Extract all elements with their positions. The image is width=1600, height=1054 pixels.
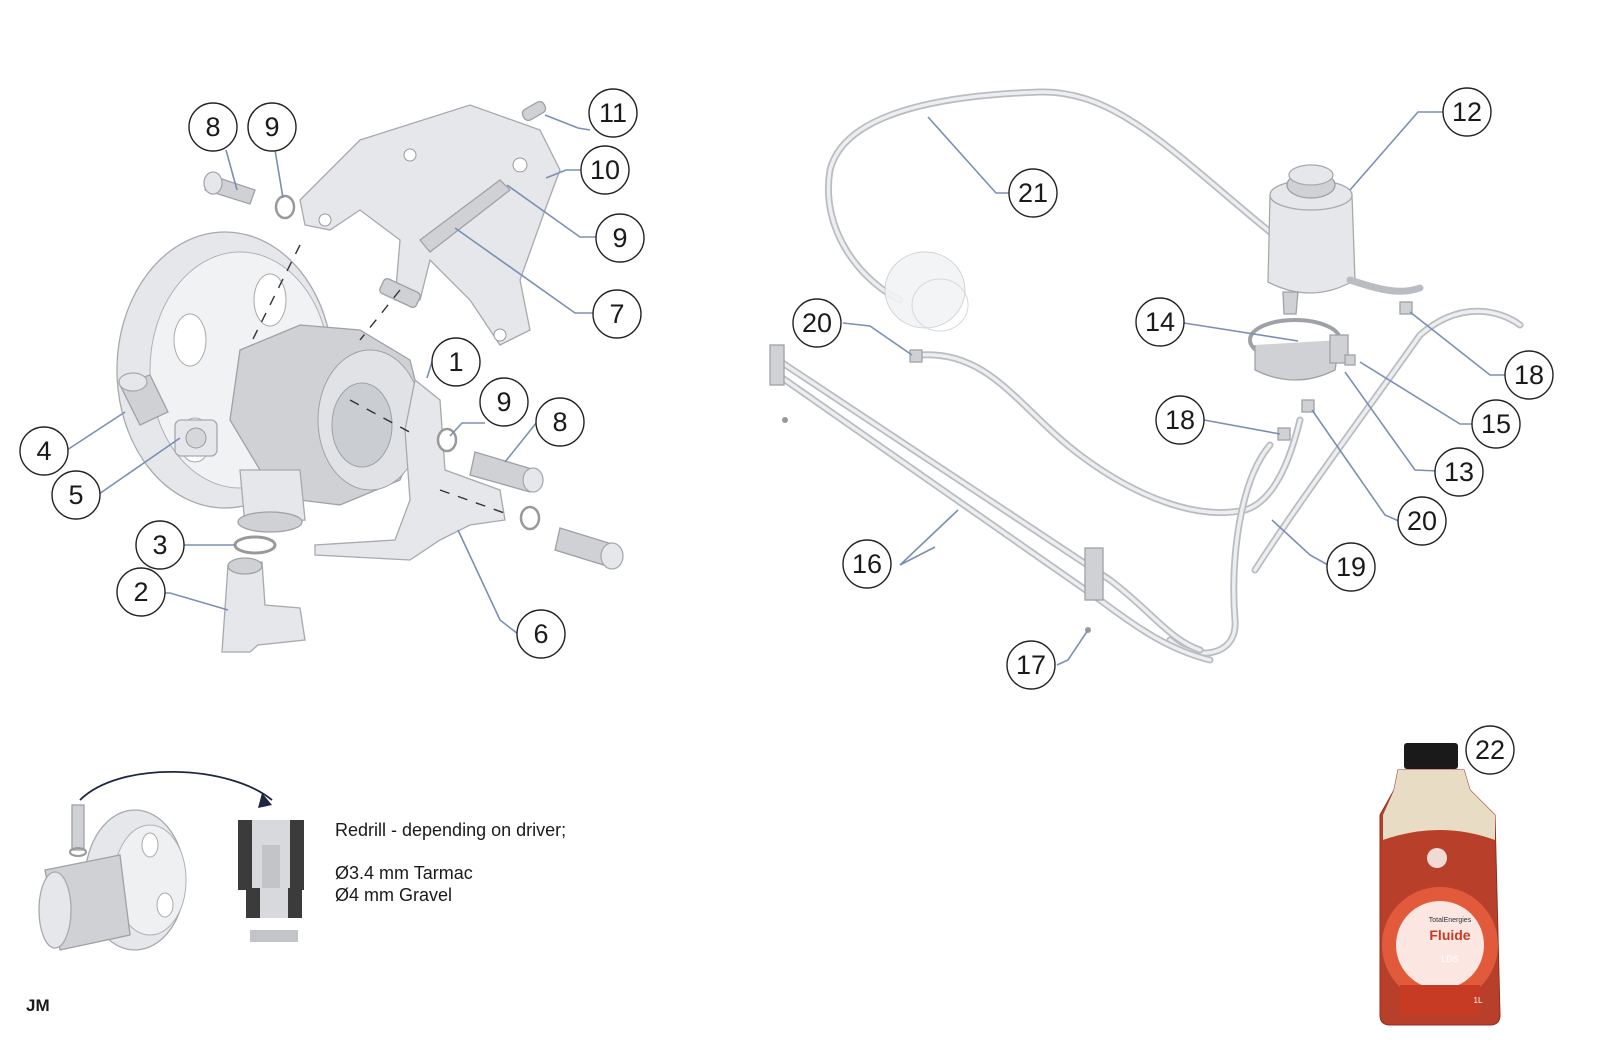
callout-9b: 9 [479,377,529,427]
bottle-grade: LDS [1441,954,1459,964]
svg-text:22: 22 [1475,735,1505,765]
svg-text:3: 3 [152,530,167,560]
callout-14: 14 [1135,297,1185,347]
svg-text:16: 16 [852,549,882,579]
bottle-cap [1404,743,1458,769]
callout-1: 1 [431,337,481,387]
redrill-note-gravel: Ø4 mm Gravel [335,885,453,905]
long-bolt [419,179,511,253]
callout-4: 4 [19,426,69,476]
svg-text:10: 10 [590,155,620,185]
inlet-elbow [221,561,306,653]
svg-text:8: 8 [205,112,220,142]
leader-lines [66,111,1506,666]
svg-text:20: 20 [1407,506,1437,536]
callout-8b: 8 [535,397,585,447]
callout-7: 7 [592,289,642,339]
callout-10: 10 [580,145,630,195]
washer-9c [519,505,541,531]
redrill-note-title: Redrill - depending on driver; [335,820,567,840]
fluid-reservoir [1267,164,1356,315]
svg-text:9: 9 [612,223,627,253]
fluid-bottle: TotalEnergies Fluide LDS 1L [1379,743,1501,1026]
lower-bracket [314,378,506,561]
svg-text:21: 21 [1018,178,1048,208]
svg-text:14: 14 [1145,307,1175,337]
dowel-pin [521,100,547,122]
bottle-product: Fluide [1429,927,1470,943]
callout-9c: 9 [595,213,645,263]
callout-21: 21 [1008,168,1058,218]
svg-text:20: 20 [802,308,832,338]
hydraulic-circuit [769,88,1524,664]
callout-13: 13 [1434,447,1484,497]
callout-8a: 8 [188,102,238,152]
svg-text:12: 12 [1452,97,1482,127]
o-ring [233,535,277,555]
svg-text:5: 5 [68,480,83,510]
redrill-detail [38,770,304,951]
svg-text:15: 15 [1481,409,1511,439]
washer-9a [274,194,296,220]
callout-16: 16 [842,539,892,589]
reservoir-clamp [1248,318,1349,381]
callout-3: 3 [135,520,185,570]
svg-text:9: 9 [264,112,279,142]
svg-text:18: 18 [1514,360,1544,390]
callout-17: 17 [1006,640,1056,690]
callout-6: 6 [516,609,566,659]
callout-22: 22 [1465,725,1515,775]
svg-text:8: 8 [552,407,567,437]
callout-19: 19 [1326,542,1376,592]
hose-19 [1166,441,1274,657]
svg-text:1: 1 [448,347,463,377]
svg-text:9: 9 [496,387,511,417]
callout-9a: 9 [247,102,297,152]
curved-arrow [79,770,273,801]
callout-2: 2 [116,567,166,617]
svg-text:7: 7 [609,299,624,329]
pump-bracket [299,104,561,346]
callout-5: 5 [51,470,101,520]
callout-20b: 20 [792,298,842,348]
svg-text:4: 4 [36,436,51,466]
callout-11: 11 [588,88,638,138]
redrill-note-tarmac: Ø3.4 mm Tarmac [335,863,473,883]
callout-15: 15 [1471,399,1521,449]
pump-assembly [116,100,624,653]
callout-18a: 18 [1504,350,1554,400]
author-initials: JM [26,996,50,1015]
callout-12: 12 [1442,87,1492,137]
svg-text:17: 17 [1016,650,1046,680]
callout-20a: 20 [1397,496,1447,546]
svg-text:2: 2 [133,577,148,607]
svg-text:6: 6 [533,619,548,649]
svg-text:11: 11 [599,98,627,128]
cooler-pipe [769,344,1214,664]
svg-text:19: 19 [1336,552,1366,582]
bottle-volume: 1L [1474,996,1483,1005]
callout-18b: 18 [1155,395,1205,445]
svg-text:18: 18 [1165,405,1195,435]
svg-text:13: 13 [1444,457,1474,487]
fitting-cutaway [238,820,304,942]
bottle-brand: TotalEnergies [1429,917,1472,924]
